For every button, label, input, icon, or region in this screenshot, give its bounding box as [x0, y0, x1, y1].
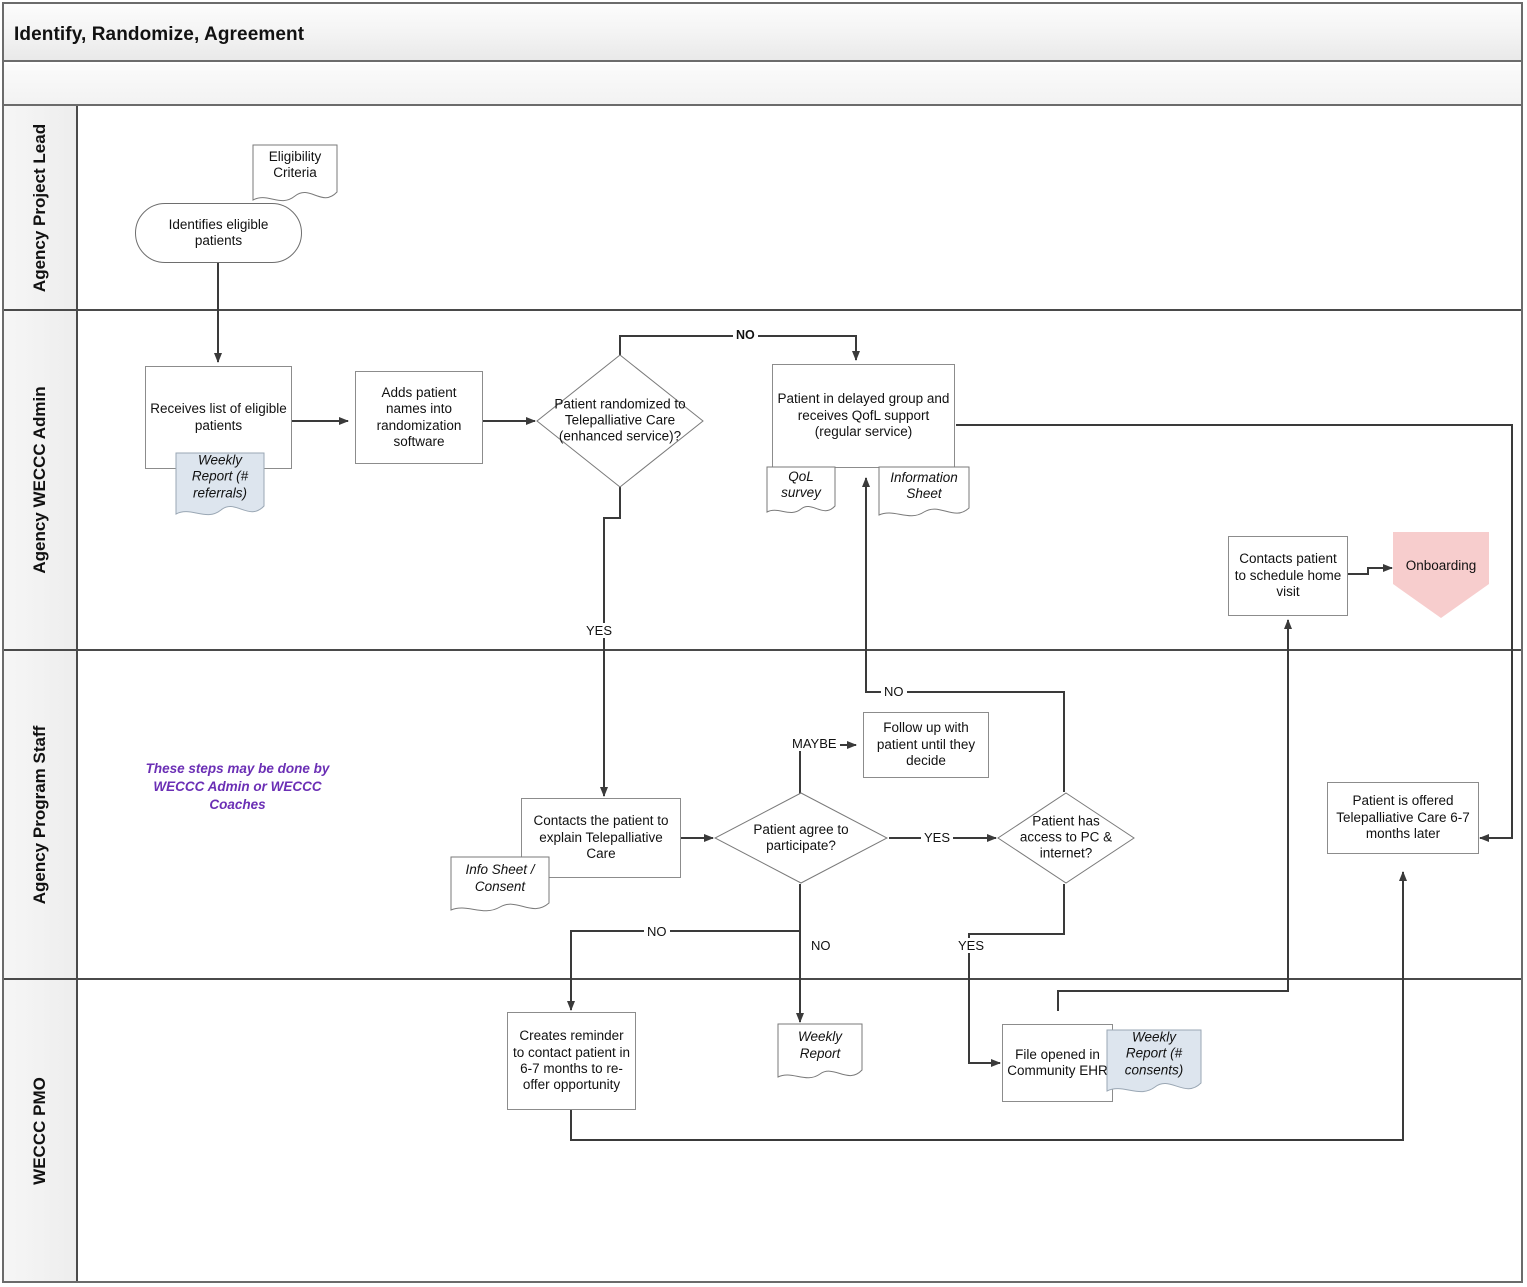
onboarding-connector-node[interactable]: Onboarding — [1393, 532, 1489, 618]
lane-agency-project-lead: Agency Project Lead — [4, 106, 1521, 311]
file-opened-ehr-label: File opened in Community EHR — [1007, 1046, 1108, 1078]
randomized-decision-label: Patient randomized to Telepalliative Car… — [554, 396, 686, 445]
pentagon-shape — [1393, 532, 1489, 618]
lane-header-agency-program-staff: Agency Program Staff — [4, 651, 78, 978]
diamond-shape — [997, 792, 1135, 884]
lane-body-agency-project-lead — [78, 106, 1521, 309]
identifies-eligible-patients-node[interactable]: Identifies eligible patients — [135, 203, 302, 263]
edge-label-yes-pc: YES — [955, 938, 988, 953]
document-shape — [777, 1023, 863, 1079]
lane-header-weccc-pmo: WECCC PMO — [4, 980, 78, 1281]
identifies-eligible-patients-label: Identifies eligible patients — [168, 216, 269, 248]
page-title: Identify, Randomize, Agreement — [14, 24, 305, 45]
pc-internet-decision-node[interactable]: Patient has access to PC & internet? — [997, 792, 1135, 884]
weekly-report-document: Weekly Report — [777, 1023, 863, 1085]
lane-label-agency-program-staff: Agency Program Staff — [30, 725, 49, 904]
file-opened-ehr-node[interactable]: File opened in Community EHR — [1002, 1024, 1113, 1102]
title-band — [4, 4, 1521, 62]
onboarding-label: Onboarding — [1405, 558, 1477, 573]
information-sheet-document: Information Sheet — [878, 466, 970, 522]
follow-up-label: Follow up with patient until they decide — [876, 720, 976, 769]
eligibility-criteria-label: Eligibility Criteria — [268, 148, 322, 181]
contacts-schedule-home-visit-node[interactable]: Contacts patient to schedule home visit — [1228, 536, 1348, 616]
lane-weccc-pmo: WECCC PMO — [4, 980, 1521, 1281]
subtitle-band — [4, 64, 1521, 106]
adds-patient-names-node[interactable]: Adds patient names into randomization so… — [355, 371, 483, 464]
diamond-shape — [714, 792, 888, 884]
agree-decision-label: Patient agree to participate? — [753, 821, 849, 853]
receives-list-node[interactable]: Receives list of eligible patients — [145, 366, 292, 469]
agree-decision-node[interactable]: Patient agree to participate? — [714, 792, 888, 884]
randomized-decision-node[interactable]: Patient randomized to Telepalliative Car… — [536, 354, 704, 488]
info-sheet-consent-document: Info Sheet / Consent — [450, 856, 550, 918]
creates-reminder-node[interactable]: Creates reminder to contact patient in 6… — [507, 1012, 636, 1110]
lane-label-weccc-pmo: WECCC PMO — [30, 1076, 49, 1185]
contacts-schedule-home-visit-label: Contacts patient to schedule home visit — [1234, 551, 1342, 600]
creates-reminder-label: Creates reminder to contact patient in 6… — [512, 1028, 631, 1093]
edge-label-no-pc: NO — [881, 684, 907, 699]
edge-label-yes-randomize: YES — [583, 623, 616, 638]
document-shape — [766, 466, 836, 513]
offered-later-label: Patient is offered Telepalliative Care 6… — [1336, 793, 1470, 842]
weekly-report-consents-document: Weekly Report (# consents) — [1106, 1029, 1202, 1099]
edge-label-yes-agree: YES — [921, 830, 954, 845]
adds-patient-names-label: Adds patient names into randomization so… — [376, 384, 462, 449]
info-sheet-consent-label: Info Sheet / Consent — [465, 862, 535, 894]
weekly-report-consents-label: Weekly Report (# consents) — [1124, 1029, 1184, 1078]
contacts-explain-label: Contacts the patient to explain Telepall… — [533, 813, 669, 862]
document-shape — [878, 466, 970, 517]
lane-header-agency-weccc-admin: Agency WECCC Admin — [4, 311, 78, 649]
program-staff-note: These steps may be done by WECCC Admin o… — [145, 761, 330, 813]
receives-list-label: Receives list of eligible patients — [150, 401, 287, 433]
lane-label-agency-project-lead: Agency Project Lead — [30, 123, 49, 292]
edge-label-no-agree-down: NO — [808, 938, 834, 953]
delayed-group-label: Patient in delayed group and receives Qo… — [777, 391, 950, 440]
lane-label-agency-weccc-admin: Agency WECCC Admin — [30, 386, 49, 574]
qol-survey-label: QoL survey — [781, 468, 821, 500]
delayed-group-node[interactable]: Patient in delayed group and receives Qo… — [772, 364, 955, 468]
follow-up-node[interactable]: Follow up with patient until they decide — [863, 712, 989, 778]
document-shape — [1106, 1029, 1202, 1093]
edge-label-no-randomize: NO — [733, 328, 758, 342]
weekly-report-label: Weekly Report — [797, 1029, 842, 1061]
document-shape — [175, 452, 265, 516]
lane-header-agency-project-lead: Agency Project Lead — [4, 106, 78, 309]
pc-internet-decision-label: Patient has access to PC & internet? — [1019, 813, 1113, 862]
weekly-report-referrals-label: Weekly Report (# referrals) — [191, 452, 249, 501]
weekly-report-referrals-document: Weekly Report (# referrals) — [175, 452, 265, 522]
diamond-shape — [536, 354, 704, 488]
edge-label-no-agree-left: NO — [644, 924, 670, 939]
edge-label-maybe-agree: MAYBE — [789, 736, 840, 751]
offered-later-node[interactable]: Patient is offered Telepalliative Care 6… — [1327, 782, 1479, 854]
qol-survey-document: QoL survey — [766, 466, 836, 518]
document-shape — [252, 144, 338, 202]
information-sheet-label: Information Sheet — [890, 469, 958, 502]
document-shape — [450, 856, 550, 912]
eligibility-criteria-document: Eligibility Criteria — [252, 144, 338, 206]
